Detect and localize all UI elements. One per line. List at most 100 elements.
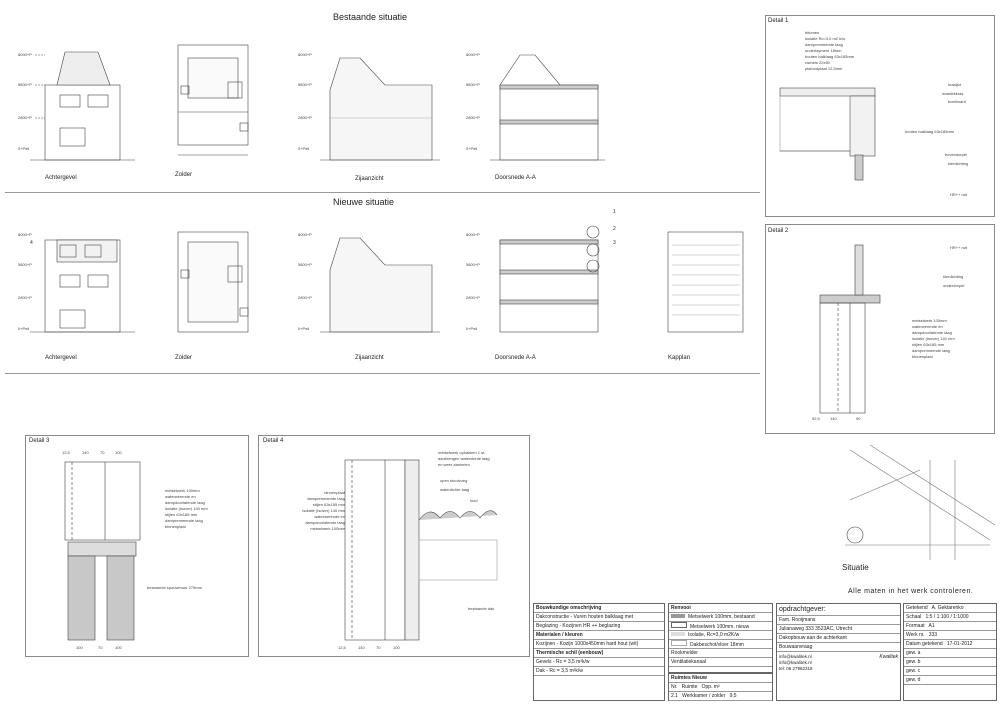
detail-3-note: bestaande spouwmuur 270mm <box>147 585 202 590</box>
level-label: 5800+P <box>298 262 312 267</box>
detail-3-frame <box>25 435 249 657</box>
detail-marker: 3 <box>613 240 616 246</box>
level-label: 8000+P <box>18 232 32 237</box>
materials-title: Materialen / kleuren <box>534 631 664 640</box>
dimension: 100 <box>115 645 122 650</box>
info-row: gew. d <box>904 676 996 685</box>
dimension: 140 <box>82 450 89 455</box>
ruimtes-header: Nr. Ruimte Opp. m² <box>669 683 772 692</box>
dimension: 70 <box>100 450 105 455</box>
callout: bestaande dak <box>468 606 495 611</box>
detail-2-frame <box>765 224 995 434</box>
company-logo: Kwalitek <box>879 654 898 660</box>
client-block: opdrachtgever: Fam. Rooijmans Julianaweg… <box>776 603 901 701</box>
detail-1-title: Detail 1 <box>768 18 789 24</box>
thermisch-title: Thermische schil (eenbouw) <box>534 649 664 658</box>
level-label: 5800+P <box>18 82 32 87</box>
callout: HR++ ruit <box>950 245 968 250</box>
legend-item: Metselwerk 100mm, bestaand <box>669 613 772 622</box>
callout: kraaljot <box>948 82 961 87</box>
dimension: 100 <box>393 645 400 650</box>
info-row: Werk nr. 333 <box>904 631 996 640</box>
level-label: 8000+P <box>466 232 480 237</box>
callout: open stootvoeg <box>440 478 468 483</box>
detail-4-title: Detail 4 <box>263 438 284 444</box>
level-label: 2800+P <box>18 295 32 300</box>
info-row: Formaat A1 <box>904 622 996 631</box>
level-label: 2800+P <box>466 295 480 300</box>
dimension: 140 <box>358 645 365 650</box>
client-name: Fam. Rooijmans <box>777 616 900 625</box>
level-label: 0+Peil <box>18 326 30 331</box>
level-label: 5800+P <box>298 82 312 87</box>
level-label: 0+Peil <box>298 146 310 151</box>
info-block: Getekend A. Gektarenko Schaal 1:5 / 1:10… <box>903 603 997 701</box>
dimension: 70 <box>98 645 103 650</box>
materials-row: Kozijnen - Kozijn 1000x450mm hard hout (… <box>534 640 664 649</box>
dimension: 90 <box>856 416 861 421</box>
new-frame <box>5 193 760 374</box>
site-notice: Alle maten in het werk controleren. <box>848 588 974 595</box>
bouwkundige-row: Beglazing - Kozijnen HR ++ beglazing <box>534 622 664 631</box>
level-label: 5800+P <box>466 262 480 267</box>
detail-3-title: Detail 3 <box>29 438 50 444</box>
legend-item: Dakbeschot/vloer 18mm <box>669 640 772 649</box>
callout: bovendorpel <box>945 152 968 157</box>
info-row: gew. a <box>904 649 996 658</box>
level-label: 0+Peil <box>18 146 30 151</box>
client-heading: opdrachtgever: <box>777 604 900 616</box>
ruimtes-block: Ruimtes Nieuw Nr. Ruimte Opp. m² 2.1 Wer… <box>668 673 773 701</box>
callout: houten balklaag 63x185mm <box>905 129 955 134</box>
level-label: 0+Peil <box>466 146 478 151</box>
callout: waterdichte laag <box>440 487 470 492</box>
info-row: gew. c <box>904 667 996 676</box>
legend-item: Metselwerk 100mm, nieuw <box>669 622 772 631</box>
ruimtes-row: 2.1 Werkkamer / zolder 9,5 <box>669 692 772 701</box>
new-section-title: Nieuwe situatie <box>333 197 395 207</box>
level-label: 0+Peil <box>466 326 478 331</box>
bouwkundige-block: Bouwkundige omschrijving Dakconstructie … <box>533 603 665 701</box>
legend-item: Rookmelder <box>669 649 772 658</box>
legend-item: Ventilatiekanaal <box>669 658 772 667</box>
existing-frame <box>5 10 760 193</box>
situatie-title: Situatie <box>842 563 869 572</box>
level-label: 8000+P <box>298 52 312 57</box>
level-label: 8000+P <box>298 232 312 237</box>
dimension: 12,5 <box>62 450 70 455</box>
level-label: 5800+P <box>466 82 480 87</box>
level-label: 0+Peil <box>298 326 310 331</box>
legend-item: Isolatie, Rc=3,0 m2K/w <box>669 631 772 640</box>
detail-marker: 2 <box>613 226 616 232</box>
callout: lood <box>470 498 478 503</box>
callout: onderdorpel <box>943 283 965 288</box>
legend-title: Renvooi <box>669 604 772 613</box>
view-caption: Zolder <box>175 355 193 361</box>
detail-4-right-spec: metselwerk ophakken 1 st.aanbrengen wate… <box>438 450 490 467</box>
level-label: 2800+P <box>18 115 32 120</box>
bouwkundige-row: Dakconstructie - Vuren houten balklaag m… <box>534 613 664 622</box>
level-label: 2800+P <box>298 115 312 120</box>
info-row: Schaal 1:5 / 1:100 / 1:1000 <box>904 613 996 622</box>
detail-4-frame <box>258 435 530 657</box>
level-label: 2800+P <box>298 295 312 300</box>
dimension: 100 <box>115 450 122 455</box>
info-row: Getekend A. Gektarenko <box>904 604 996 613</box>
view-caption: Achtergevel <box>45 355 77 361</box>
thermisch-row: Gevels - Rc = 3,5 m²k/w <box>534 658 664 667</box>
dimension: 12,5 <box>338 645 346 650</box>
existing-section-title: Bestaande situatie <box>333 12 408 22</box>
level-label: 2800+P <box>466 115 480 120</box>
legend-block: Renvooi Metselwerk 100mm, bestaand Metse… <box>668 603 773 673</box>
dimension: 100 <box>76 645 83 650</box>
detail-1-frame <box>765 15 995 217</box>
callout: mastiekkras <box>942 91 964 96</box>
dimension: 92,5 <box>812 416 820 421</box>
callout: kierdichting <box>948 161 969 166</box>
